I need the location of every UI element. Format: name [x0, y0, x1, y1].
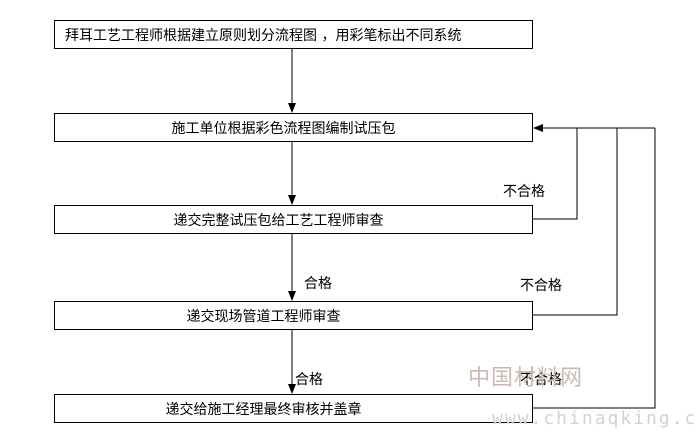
fail-label-3: 不合格 — [520, 372, 562, 388]
flow-step-1-text: 拜耳工艺工程师根据建立原则划分流程图 ，用彩笔标出不同系统 — [65, 27, 462, 44]
pass-label-2: 合格 — [295, 372, 323, 388]
feedback-line-step4 — [533, 128, 618, 316]
fail-label-2: 不合格 — [520, 278, 562, 294]
pass-label-1: 合格 — [304, 276, 332, 292]
flow-step-2-text: 施工单位根据彩色流程图编制试压包 — [171, 120, 396, 137]
fail-label-1: 不合格 — [503, 184, 545, 200]
flow-step-4: 递交现场管道工程师审查 — [54, 301, 533, 330]
flow-step-2: 施工单位根据彩色流程图编制试压包 — [54, 113, 533, 142]
flow-step-5-text: 递交给施工经理最终审核并盖章 — [165, 401, 362, 418]
flow-step-1: 拜耳工艺工程师根据建立原则划分流程图 ，用彩笔标出不同系统 — [54, 20, 533, 49]
feedback-line-step5 — [533, 128, 656, 409]
flow-step-5: 递交给施工经理最终审核并盖章 — [54, 394, 533, 423]
watermark-cn: 中国材料网 — [468, 366, 584, 391]
flow-step-3-text: 递交完整试压包给工艺工程师审查 — [173, 212, 384, 229]
flow-step-4-text: 递交现场管道工程师审查 — [186, 308, 341, 325]
feedback-line-step3 — [533, 128, 578, 220]
watermark-url: www.chinaqking.com — [492, 408, 698, 429]
flow-step-3: 递交完整试压包给工艺工程师审查 — [54, 205, 533, 234]
